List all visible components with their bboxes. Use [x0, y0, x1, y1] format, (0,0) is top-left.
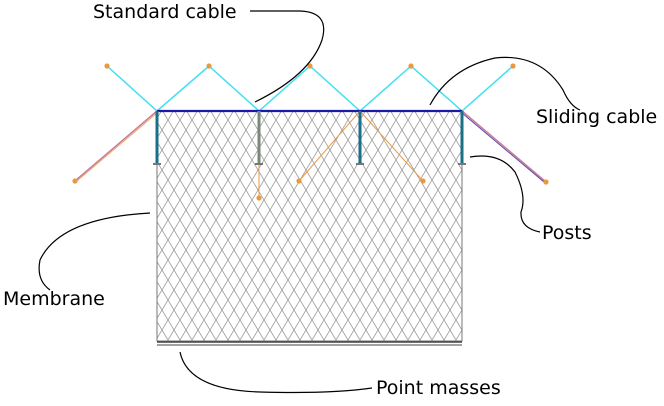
- point-masses: [157, 341, 462, 346]
- label-posts: Posts: [542, 222, 592, 244]
- label-standard-cable: Standard cable: [93, 1, 237, 23]
- leader-standard-cable: [250, 10, 325, 103]
- leader-sliding-cable: [429, 56, 581, 111]
- leader-point-masses: [179, 351, 373, 394]
- side-cables: [74, 110, 547, 183]
- posts: [153, 111, 466, 165]
- leader-lines: [38, 10, 581, 394]
- label-membrane: Membrane: [3, 288, 105, 310]
- anchor-points: [72, 63, 549, 201]
- leader-posts: [469, 155, 541, 233]
- leader-membrane: [38, 212, 151, 291]
- membrane-net: [156, 110, 463, 342]
- label-sliding-cable: Sliding cable: [536, 106, 658, 128]
- label-point-masses: Point masses: [376, 377, 501, 399]
- standard-cable: [106, 64, 514, 113]
